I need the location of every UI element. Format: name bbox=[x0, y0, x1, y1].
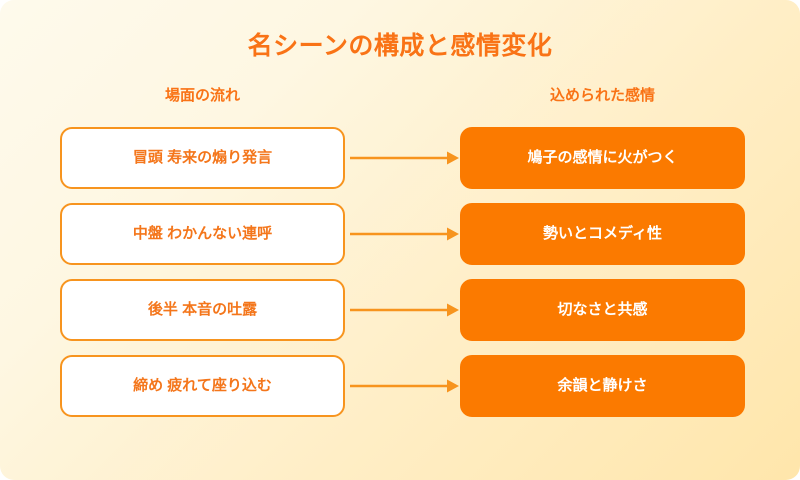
scene-node-4[interactable]: 締め 疲れて座り込む bbox=[60, 355, 345, 417]
emotion-node-3[interactable]: 切なさと共感 bbox=[460, 279, 745, 341]
emotion-column: 鳩子の感情に火がつく 勢いとコメディ性 切なさと共感 余韻と静けさ bbox=[460, 127, 745, 417]
arrow-1-icon bbox=[350, 151, 459, 165]
emotion-node-2[interactable]: 勢いとコメディ性 bbox=[460, 203, 745, 265]
emotion-node-4[interactable]: 余韻と静けさ bbox=[460, 355, 745, 417]
scene-flow-column: 冒頭 寿来の煽り発言 中盤 わかんない連呼 後半 本音の吐露 締め 疲れて座り込… bbox=[60, 127, 345, 417]
scene-node-1[interactable]: 冒頭 寿来の煽り発言 bbox=[60, 127, 345, 189]
arrow-3-icon bbox=[350, 303, 459, 317]
scene-node-3[interactable]: 後半 本音の吐露 bbox=[60, 279, 345, 341]
arrow-4-icon bbox=[350, 379, 459, 393]
column-header-emotion: 込められた感情 bbox=[549, 87, 655, 104]
arrow-2-icon bbox=[350, 227, 459, 241]
scene-node-2[interactable]: 中盤 わかんない連呼 bbox=[60, 203, 345, 265]
emotion-node-4-label: 余韻と静けさ bbox=[557, 376, 648, 394]
scene-node-1-label: 冒頭 寿来の煽り発言 bbox=[132, 148, 273, 166]
column-header-scene-flow: 場面の流れ bbox=[164, 87, 240, 104]
emotion-node-1[interactable]: 鳩子の感情に火がつく bbox=[460, 127, 745, 189]
emotion-node-3-label: 切なさと共感 bbox=[557, 300, 648, 318]
scene-node-4-label: 締め 疲れて座り込む bbox=[133, 376, 272, 394]
scene-node-2-label: 中盤 わかんない連呼 bbox=[132, 224, 273, 242]
page-title: 名シーンの構成と感情変化 bbox=[247, 32, 553, 60]
emotion-node-2-label: 勢いとコメディ性 bbox=[543, 224, 662, 242]
emotion-node-1-label: 鳩子の感情に火がつく bbox=[527, 148, 678, 166]
scene-node-3-label: 後半 本音の吐露 bbox=[147, 300, 258, 318]
